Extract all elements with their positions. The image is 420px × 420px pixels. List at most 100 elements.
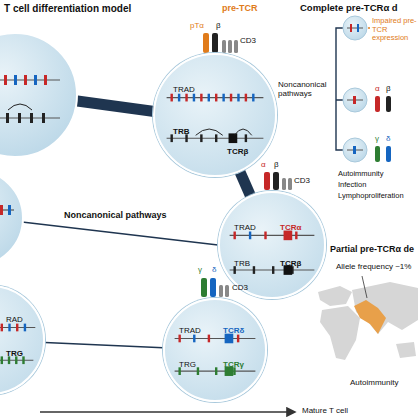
gene-label: TRG <box>179 360 196 369</box>
gene-segment <box>350 24 352 32</box>
gene-label: TRAD <box>173 85 195 94</box>
rearranged-gene <box>225 334 234 344</box>
cd3-chain <box>225 285 229 297</box>
gene-segment <box>34 75 37 85</box>
dna-line <box>0 79 60 80</box>
text-label: δ <box>386 134 390 143</box>
cd3-chain <box>219 285 223 297</box>
delta-chain <box>210 278 216 297</box>
alpha-chain <box>264 172 270 190</box>
gene-segment <box>357 24 359 32</box>
gamma-chain <box>201 278 207 297</box>
text-label: Noncanonical pathways <box>62 210 169 220</box>
dna-drawing <box>155 55 275 175</box>
gene-segment <box>215 134 217 142</box>
gamma-chain <box>375 146 380 162</box>
rearranged-gene <box>284 231 293 241</box>
gene-label: TCRβ <box>280 259 301 268</box>
gene-label: TRAD <box>179 326 201 335</box>
gd-receptor <box>201 278 229 297</box>
text-label: Complete pre-TCRα d <box>300 3 398 14</box>
maturation-arrow <box>40 411 294 412</box>
gene-segment <box>8 324 10 332</box>
cd3-chain <box>288 178 292 190</box>
map-asia <box>352 282 418 334</box>
rearranged-gene <box>229 133 238 143</box>
gene-segment <box>215 367 217 375</box>
cell-circle: TRAD TRB TCRβ <box>153 53 277 177</box>
gene-label: TRB <box>173 127 189 136</box>
text-label: Impaired pre-TCR expression <box>372 17 418 43</box>
small-cell <box>343 88 367 112</box>
delta-chain <box>386 146 391 162</box>
text-label: Autoimmunity <box>350 378 398 387</box>
gene-segment <box>170 94 172 102</box>
text-label: Partial pre-TCRα de <box>330 244 414 254</box>
ab-receptor <box>264 172 292 190</box>
text-label: δ <box>212 265 216 274</box>
gene-label: TCRδ <box>223 326 244 335</box>
beta-chain <box>212 33 218 53</box>
gene-segment <box>6 113 9 123</box>
gene-segment <box>233 232 235 240</box>
gene-label: TRAD <box>234 223 256 232</box>
alpha-chain <box>375 96 380 112</box>
diagram-title: T cell differentiation model <box>4 3 131 15</box>
dna-drawing <box>165 300 265 400</box>
gene-segment <box>208 335 210 343</box>
gene-segment <box>253 266 255 274</box>
precursor-cell <box>0 33 77 157</box>
cell-circle: TRADTCRδTRGTCRγ <box>163 298 267 402</box>
rearrangement-arc <box>196 129 223 135</box>
gene-segment <box>1 324 3 332</box>
cell-circle: RADTRG <box>0 285 45 395</box>
inhibit-line <box>368 27 370 29</box>
text-label: α <box>261 160 266 169</box>
pta-chain <box>203 33 209 53</box>
dna-line <box>230 235 315 236</box>
text-label: Mature T cell <box>302 406 348 415</box>
gene-segment <box>0 205 3 215</box>
text-label: CD3 <box>240 36 256 45</box>
gene-segment <box>178 94 180 102</box>
precursor-cell <box>0 170 23 266</box>
gene-segment <box>44 75 47 85</box>
gene-segment <box>178 335 180 343</box>
text-label: γ <box>198 265 202 274</box>
gene-segment <box>245 134 247 142</box>
text-label: γ <box>375 134 379 143</box>
gene-segment <box>245 94 247 102</box>
gene-segment <box>222 94 224 102</box>
leader-line <box>362 276 367 298</box>
dna-strand <box>0 75 60 123</box>
beta-chain <box>273 172 279 190</box>
gene-segment <box>42 113 45 123</box>
world-map <box>318 276 418 360</box>
gene-segment <box>1 356 3 364</box>
pathway-connector <box>45 342 163 347</box>
gene-label: TCRβ <box>227 147 248 156</box>
gene-segment <box>237 335 239 343</box>
gene-segment <box>14 75 17 85</box>
text-label: Infection <box>338 181 366 190</box>
dna-line <box>347 28 363 29</box>
cd3-chain <box>234 40 238 53</box>
text-label: β <box>216 21 221 30</box>
gene-segment <box>30 113 33 123</box>
gene-segment <box>353 96 356 104</box>
gene-label: TRB <box>234 259 250 268</box>
gene-segment <box>197 367 199 375</box>
text-label: α <box>375 84 380 93</box>
cd3-chain <box>228 40 232 53</box>
gene-segment <box>193 335 195 343</box>
gene-segment <box>264 232 266 240</box>
gene-segment <box>185 94 187 102</box>
gene-segment <box>170 134 172 142</box>
text-label: CD3 <box>294 176 310 185</box>
beta-chain <box>386 96 391 112</box>
gene-segment <box>16 324 18 332</box>
text-label: β <box>274 160 279 169</box>
rearrangement-arc <box>234 129 251 135</box>
gene-segment <box>249 232 251 240</box>
